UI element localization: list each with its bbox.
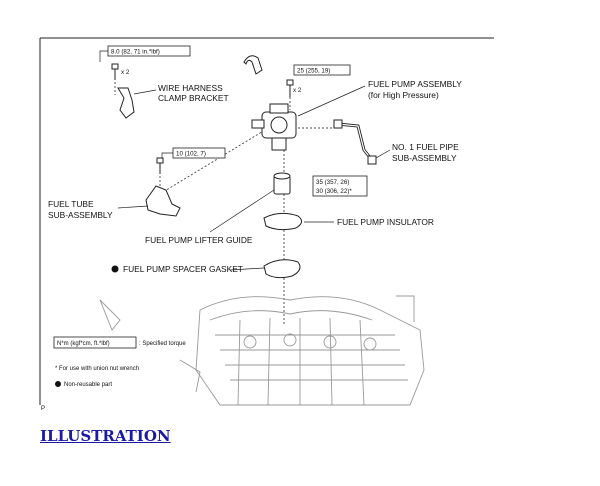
fuel-tube-label-2: SUB-ASSEMBLY (48, 210, 113, 220)
torque-pipe-text-2: 30 (306, 22)* (316, 188, 352, 195)
torque-pump-text: 25 (255, 19) (297, 68, 330, 75)
insulator-label: FUEL PUMP INSULATOR (337, 217, 434, 227)
fuel-pump-diagram: 8.0 (82, 71 in.*lbf) x 2 25 (255, 19) x … (39, 37, 494, 412)
torque-pipe-text-1: 35 (357, 26) (316, 179, 349, 186)
upper-pipe-shape (243, 55, 263, 75)
engine-block-sketch (99, 295, 425, 406)
wire-harness-label-1: WIRE HARNESS (158, 83, 223, 93)
diagram-svg: 8.0 (82, 71 in.*lbf) x 2 25 (255, 19) x … (39, 37, 494, 412)
pump-assembly-label-2: (for High Pressure) (368, 90, 439, 100)
legend-nonreusable-text: Non-reusable part (64, 382, 112, 388)
legend-dot-icon (55, 381, 61, 387)
fuel-tube-label-1: FUEL TUBE (48, 199, 94, 209)
lifter-guide-label: FUEL PUMP LIFTER GUIDE (145, 235, 253, 245)
wire-harness-label-2: CLAMP BRACKET (158, 93, 229, 103)
legend-union-text: * For use with union nut wrench (55, 366, 139, 372)
torque-harness-text: 8.0 (82, 71 in.*lbf) (111, 49, 160, 56)
corner-mark: P (41, 406, 45, 412)
legend-spec-text: : Specified torque (139, 341, 186, 347)
legend-unit-text: N*m (kgf*cm, ft.*lbf) (57, 341, 110, 347)
torque-box-pump (293, 64, 351, 76)
wire-harness-bracket-shape (117, 87, 135, 119)
bolt-icons (111, 63, 294, 174)
qty-pump-text: x 2 (293, 87, 302, 94)
illustration-link[interactable]: ILLUSTRATION (40, 427, 171, 445)
insulator-shape (263, 212, 302, 231)
fuel-pipe-label-2: SUB-ASSEMBLY (392, 153, 457, 163)
fuel-tube-shape (145, 185, 181, 217)
torque-box-pipe (312, 175, 368, 197)
qty-harness-text: x 2 (121, 69, 130, 76)
spacer-gasket-label: FUEL PUMP SPACER GASKET (123, 264, 243, 274)
legend-unit-box (53, 336, 137, 349)
torque-tube-text: 10 (102, 7) (176, 151, 206, 158)
non-reusable-dot-icon (111, 265, 119, 273)
fuel-pipe-label-1: NO. 1 FUEL PIPE (392, 142, 459, 152)
spacer-gasket-shape (263, 259, 301, 279)
fuel-pipe-shape (337, 122, 374, 161)
fuel-pump-shape (251, 103, 297, 151)
pump-assembly-label-1: FUEL PUMP ASSEMBLY (368, 79, 462, 89)
